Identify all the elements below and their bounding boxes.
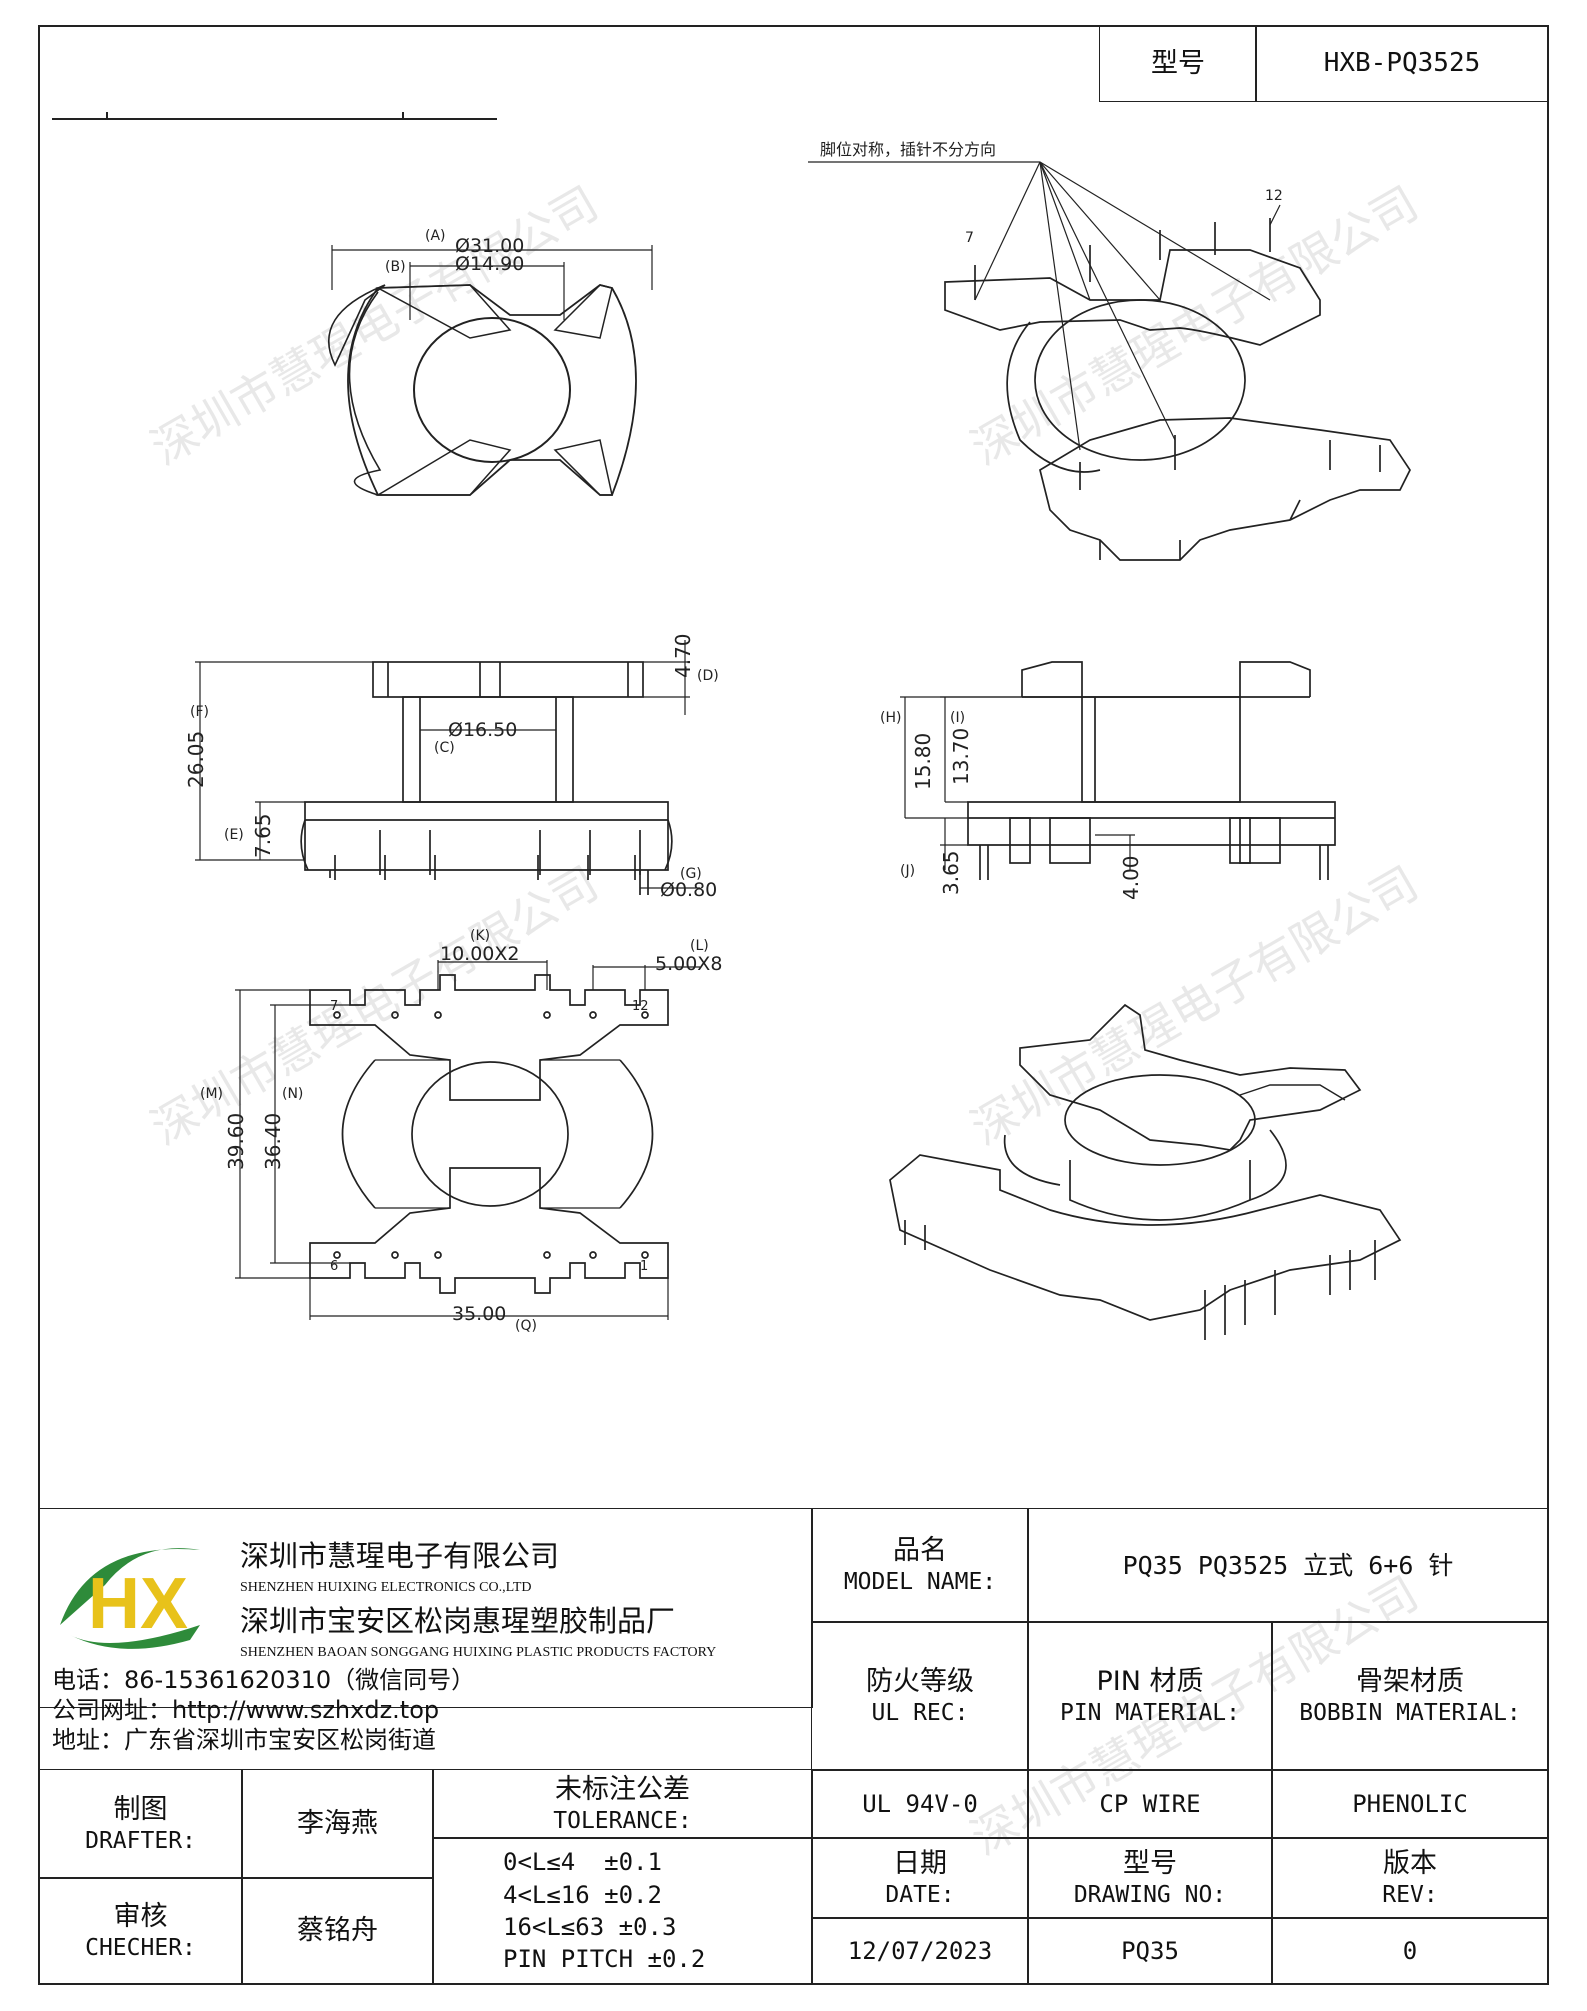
dim-h-value: 15.80 — [911, 733, 935, 790]
dim-c-label: (C) — [434, 740, 455, 756]
dim-d-label: (D) — [697, 668, 719, 684]
scale-bar — [52, 112, 497, 120]
checker-label: 审核 CHECHER: — [38, 1877, 243, 1985]
bottom-view — [309, 974, 669, 1294]
drawing-no-value: PQ35 — [1027, 1917, 1273, 1985]
dim-b-value: Ø14.90 — [455, 253, 524, 275]
pin-material-label: PIN 材质 PIN MATERIAL: — [1027, 1621, 1273, 1771]
model-name-value: PQ35 PQ3525 立式 6+6 针 — [1027, 1508, 1549, 1623]
dim-l-label: (L) — [690, 938, 709, 954]
dim-q-label: (Q) — [515, 1318, 537, 1334]
dim-f-label: (F) — [190, 704, 209, 720]
company-address: 地址：广东省深圳市宝安区松岗街道 — [52, 1726, 436, 1754]
dim-c-value: Ø16.50 — [448, 719, 517, 741]
company-website: 公司网址：http://www.szhxdz.top — [52, 1696, 440, 1724]
dim-k-label: (K) — [470, 928, 490, 944]
factory-name-cn: 深圳市宝安区松岗惠瑆塑胶制品厂 — [240, 1604, 676, 1638]
company-name-cn: 深圳市慧瑆电子有限公司 — [240, 1539, 560, 1573]
dim-l-value: 5.00X8 — [655, 953, 722, 975]
header-model-value: HXB-PQ3525 — [1255, 25, 1549, 102]
model-name-label: 品名 MODEL NAME: — [811, 1508, 1029, 1623]
pin-material-value: CP WIRE — [1027, 1769, 1273, 1839]
dim-n-label: (N) — [282, 1086, 303, 1102]
dim-d-value: 4.70 — [671, 633, 695, 678]
front-view — [300, 661, 673, 895]
ul-rec-value: UL 94V-0 — [811, 1769, 1029, 1839]
side-view — [967, 661, 1336, 880]
dim-j-label: (J) — [900, 863, 915, 879]
dim-g-value: Ø0.80 — [660, 879, 717, 901]
dim-k-value: 10.00X2 — [440, 943, 520, 965]
ul-rec-label: 防火等级 UL REC: — [811, 1621, 1029, 1771]
dim-f-value: 26.05 — [184, 731, 208, 788]
rev-value: 0 — [1271, 1917, 1549, 1985]
drawing-no-label: 型号 DRAWING NO: — [1027, 1837, 1273, 1919]
company-phone: 电话：86-15361620310（微信同号） — [52, 1666, 476, 1694]
dim-extra-value: 4.00 — [1119, 855, 1143, 900]
drafter-name: 李海燕 — [241, 1769, 434, 1879]
date-value: 12/07/2023 — [811, 1917, 1029, 1985]
header-model-label: 型号 — [1099, 25, 1257, 102]
company-name-en: SHENZHEN HUIXING ELECTRONICS CO.,LTD — [240, 1580, 532, 1595]
dim-i-label: (I) — [950, 710, 965, 726]
dim-a-value: Ø31.00 — [455, 235, 524, 257]
pin-1-label: 1 — [640, 1259, 648, 1274]
top-view — [327, 245, 653, 496]
company-logo: HX — [60, 1548, 200, 1649]
logo-text: HX — [88, 1564, 188, 1644]
date-label: 日期 DATE: — [811, 1837, 1029, 1919]
drafter-label: 制图 DRAFTER: — [38, 1769, 243, 1879]
dim-b-label: (B) — [385, 259, 406, 275]
dim-m-label: (M) — [200, 1086, 223, 1102]
technical-drawing: (A) Ø31.00 (B) Ø14.90 脚位对称，插针不分方向 7 12 — [52, 112, 1411, 1340]
tolerance-values: 0<L≤4 ±0.1 4<L≤16 ±0.2 16<L≤63 ±0.3 PIN … — [432, 1837, 813, 1985]
dim-h-label: (H) — [880, 710, 901, 726]
checker-name: 蔡铭舟 — [241, 1877, 434, 1985]
dim-e-label: (E) — [224, 827, 244, 843]
dim-q-value: 35.00 — [452, 1303, 506, 1325]
dim-m-value: 39.60 — [224, 1113, 248, 1170]
pin-7-label: 7 — [330, 999, 338, 1014]
front-view-dims — [195, 640, 700, 889]
factory-name-en: SHENZHEN BAOAN SONGGANG HUIXING PLASTIC … — [240, 1645, 717, 1660]
bobbin-material-label: 骨架材质 BOBBIN MATERIAL: — [1271, 1621, 1549, 1771]
iso-view-top — [808, 161, 1411, 561]
rev-label: 版本 REV: — [1271, 1837, 1549, 1919]
dim-n-value: 36.40 — [261, 1113, 285, 1170]
side-view-dims — [900, 696, 1135, 870]
bottom-view-dims — [235, 960, 700, 1320]
dim-g-label: (G) — [680, 866, 702, 882]
dim-j-value: 3.65 — [939, 850, 963, 895]
pin-12-label: 12 — [632, 999, 649, 1014]
pin-12-label: 12 — [1265, 188, 1283, 204]
company-block — [38, 1508, 813, 1708]
dim-a-label: (A) — [425, 228, 446, 244]
dim-i-value: 13.70 — [949, 728, 973, 785]
iso-view-bottom — [889, 1003, 1402, 1340]
dim-e-value: 7.65 — [251, 813, 275, 858]
pin-6-label: 6 — [330, 1259, 338, 1274]
bobbin-material-value: PHENOLIC — [1271, 1769, 1549, 1839]
tolerance-label: 未标注公差 TOLERANCE: — [432, 1769, 813, 1839]
pin-7-label: 7 — [965, 230, 974, 246]
pin-note: 脚位对称，插针不分方向 — [820, 140, 996, 159]
